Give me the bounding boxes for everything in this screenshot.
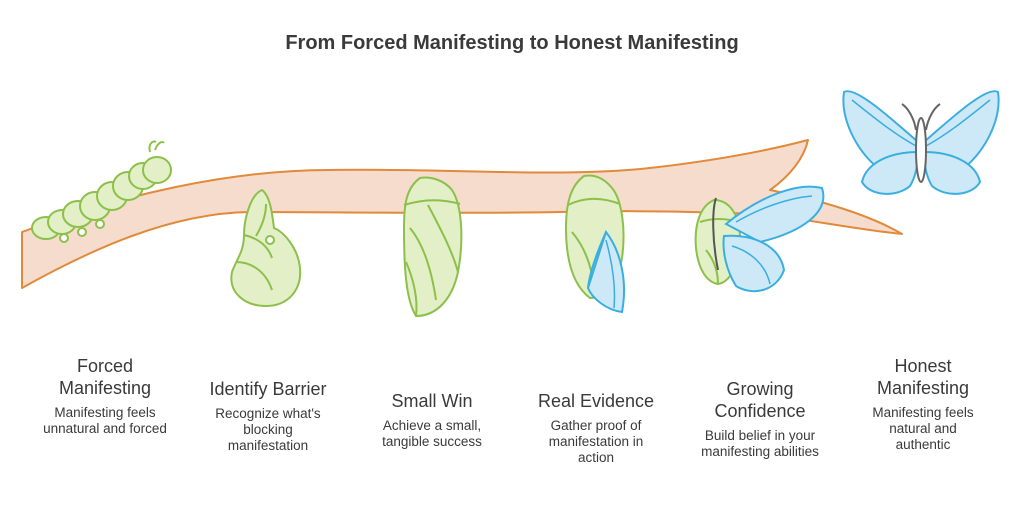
stage-description: Manifesting feels natural and authentic xyxy=(872,405,974,452)
stage-title: Growing Confidence xyxy=(714,379,806,421)
butterfly-emerging-icon xyxy=(694,185,825,293)
caterpillar-icon xyxy=(31,140,172,243)
stage-description: Recognize what's blocking manifestation xyxy=(215,406,321,453)
stage-honest-manifesting: Honest Manifesting Manifesting feels nat… xyxy=(848,355,998,453)
stage-description: Gather proof of manifestation in action xyxy=(548,418,644,465)
stage-description: Achieve a small, tangible success xyxy=(382,418,482,449)
chrysalis-emerging-icon xyxy=(564,174,625,314)
stage-title: Small Win xyxy=(391,391,473,411)
stage-title: Forced Manifesting xyxy=(58,356,152,398)
chrysalis-forming-icon xyxy=(230,188,302,308)
butterfly-icon xyxy=(842,90,1000,195)
illustration xyxy=(21,90,1000,318)
stage-title: Real Evidence xyxy=(537,391,655,411)
stage-description: Manifesting feels unnatural and forced xyxy=(43,405,167,436)
stage-title: Honest Manifesting xyxy=(876,356,970,398)
stage-forced-manifesting: Forced Manifesting Manifesting feels unn… xyxy=(30,355,180,437)
stage-small-win: Small Win Achieve a small, tangible succ… xyxy=(357,390,507,450)
diagram-title: From Forced Manifesting to Honest Manife… xyxy=(285,32,739,54)
branch xyxy=(21,139,903,289)
stage-growing-confidence: Growing Confidence Build belief in your … xyxy=(685,378,835,460)
stage-title: Identify Barrier xyxy=(209,379,327,399)
stage-description: Build belief in your manifesting abiliti… xyxy=(701,428,819,459)
stage-identify-barrier: Identify Barrier Recognize what's blocki… xyxy=(193,378,343,454)
stage-real-evidence: Real Evidence Gather proof of manifestat… xyxy=(521,390,671,466)
chrysalis-icon xyxy=(402,176,463,318)
